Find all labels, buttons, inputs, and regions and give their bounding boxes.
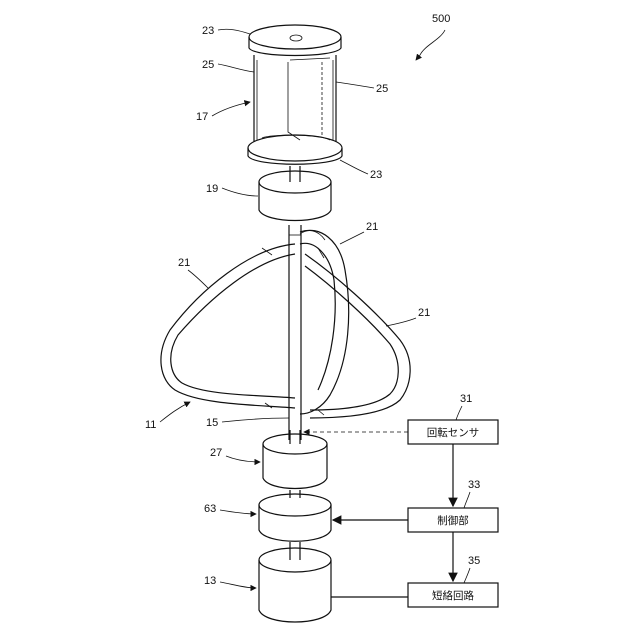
- ref-generator: 13: [204, 575, 216, 587]
- ref-cap-top: 23: [202, 25, 214, 37]
- leader-sensor: [456, 406, 462, 420]
- short-circuit-label: 短絡回路: [432, 589, 474, 602]
- control-unit-box: 制御部: [408, 508, 498, 532]
- leader-cap-top: [218, 29, 250, 34]
- ref-blade-right: 21: [418, 307, 430, 319]
- ref-rotor: 11: [145, 419, 156, 431]
- housing-17: [248, 25, 342, 182]
- ref-blade-left: 21: [178, 257, 190, 269]
- control-unit-label: 制御部: [437, 514, 469, 527]
- leader-part-63: [220, 510, 256, 514]
- ref-wall-right: 25: [376, 83, 388, 95]
- ref-part-63: 63: [204, 503, 216, 515]
- ref-shaft: 15: [206, 417, 218, 429]
- leader-control: [464, 492, 470, 508]
- leader-blade-left: [188, 270, 208, 288]
- component-63: [259, 494, 331, 560]
- ref-cap-bottom: 23: [370, 169, 382, 181]
- leader-wall-right: [336, 82, 374, 88]
- rotation-sensor-label: 回転センサ: [427, 427, 480, 439]
- leader-short: [464, 568, 470, 583]
- ref-wall-left: 25: [202, 59, 214, 71]
- leader-wall-left: [218, 64, 254, 72]
- ref-blade-upper-right: 21: [366, 221, 378, 233]
- component-27: [263, 430, 327, 498]
- ref-control: 33: [468, 479, 480, 491]
- ref-part-27: 27: [210, 447, 222, 459]
- leader-cap-bottom: [340, 160, 368, 174]
- rotor-11: [161, 230, 410, 418]
- leader-blade-right: [386, 318, 416, 326]
- leader-bearing: [222, 188, 258, 196]
- leader-blade-upper-right: [340, 232, 364, 244]
- leader-generator: [220, 582, 256, 588]
- bearing-19: [259, 171, 331, 221]
- ref-short: 35: [468, 555, 480, 567]
- short-circuit-box: 短絡回路: [408, 583, 498, 607]
- generator-13: [259, 548, 331, 622]
- rotation-sensor-box: 回転センサ: [408, 420, 498, 444]
- figure-number-leader: [416, 30, 445, 60]
- ref-sensor: 31: [460, 393, 472, 405]
- leader-part-27: [226, 456, 260, 462]
- leader-shaft: [222, 418, 289, 422]
- figure-number: 500: [432, 13, 450, 25]
- leader-housing: [212, 102, 250, 116]
- ref-housing: 17: [196, 111, 208, 123]
- ref-bearing: 19: [206, 183, 218, 195]
- leader-rotor: [160, 402, 190, 422]
